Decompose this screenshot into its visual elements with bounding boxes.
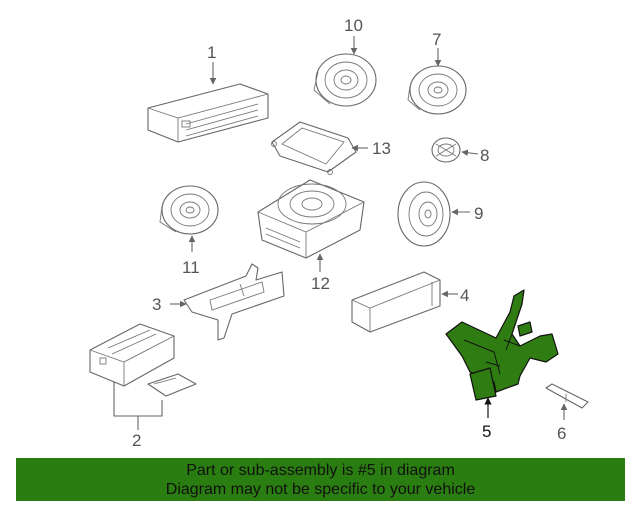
part-8-tweeter[interactable] xyxy=(431,137,461,163)
callout-1[interactable]: 1 xyxy=(207,43,216,62)
part-1-head-unit[interactable] xyxy=(147,83,269,143)
callout-11[interactable]: 11 xyxy=(182,258,200,277)
part-3-bracket[interactable] xyxy=(183,263,285,341)
callout-8[interactable]: 8 xyxy=(480,146,489,165)
callout-3[interactable]: 3 xyxy=(152,295,161,314)
callout-4[interactable]: 4 xyxy=(460,286,469,305)
part-11-speaker[interactable] xyxy=(159,185,219,235)
parts-diagram: 1 10 7 13 8 11 xyxy=(89,16,589,450)
part-6-trim-strip[interactable] xyxy=(545,383,589,409)
callout-2[interactable]: 2 xyxy=(132,431,141,450)
part-5-bracket-highlighted[interactable] xyxy=(445,289,559,401)
callout-6[interactable]: 6 xyxy=(557,424,566,443)
part-12-subwoofer[interactable] xyxy=(257,179,365,259)
callout-9[interactable]: 9 xyxy=(474,204,483,223)
part-10-speaker[interactable] xyxy=(313,53,377,107)
callout-10[interactable]: 10 xyxy=(344,16,363,35)
part-7-speaker[interactable] xyxy=(407,65,467,115)
leader-line-8 xyxy=(461,149,479,157)
callout-13[interactable]: 13 xyxy=(372,139,391,158)
part-9-speaker[interactable] xyxy=(397,181,451,247)
banner-line-2: Diagram may not be specific to your vehi… xyxy=(165,481,476,498)
callout-5[interactable]: 5 xyxy=(482,422,491,441)
part-2-module[interactable] xyxy=(89,323,197,397)
info-banner: Part or sub-assembly is #5 in diagram Di… xyxy=(16,458,625,501)
part-4-amplifier[interactable] xyxy=(351,271,441,333)
banner-line-1: Part or sub-assembly is #5 in diagram xyxy=(186,462,455,479)
callout-7[interactable]: 7 xyxy=(432,30,441,49)
callout-12[interactable]: 12 xyxy=(311,274,330,293)
part-13-panel[interactable] xyxy=(271,121,357,175)
